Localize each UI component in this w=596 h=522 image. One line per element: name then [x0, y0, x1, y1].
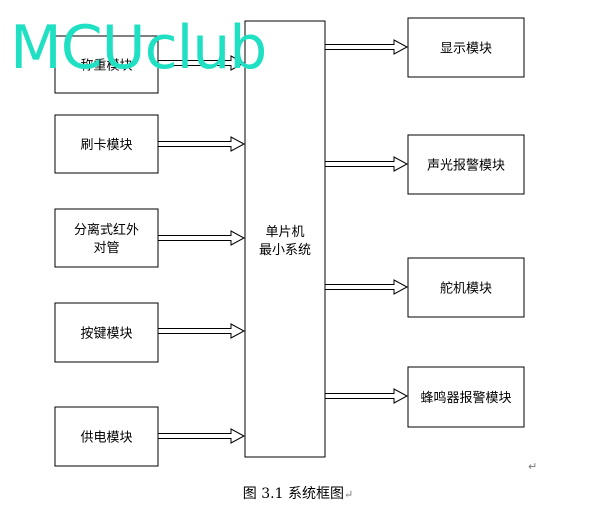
input-block-card-label: 刷卡模块	[80, 138, 132, 153]
core-mcu-label: 单片机	[265, 225, 304, 240]
output-block-buzzer-label: 蜂鸣器报警模块	[420, 390, 511, 406]
core-mcu-label: 最小系统	[259, 243, 311, 258]
arrow-to-core-weigh	[158, 55, 246, 71]
input-block-ir	[54, 208, 159, 268]
arrow-from-core-buzzer	[325, 388, 409, 404]
arrow-to-core-card	[158, 136, 246, 152]
input-block-ir-label: 对管	[93, 241, 119, 256]
output-block-sound-light-label: 声光报警模块	[427, 158, 505, 174]
input-block-power-label: 供电模块	[80, 431, 132, 446]
output-block-display	[407, 17, 525, 78]
output-block-sound-light	[407, 134, 525, 195]
figure-caption-text: 图 3.1 系统框图	[242, 486, 344, 502]
input-block-weigh	[54, 35, 159, 94]
figure-caption: 图 3.1 系统框图↵	[0, 483, 596, 503]
caption-paragraph-mark: ↵	[343, 488, 354, 501]
input-block-card	[54, 114, 159, 174]
input-block-power	[54, 406, 159, 467]
output-block-servo-label: 舵机模块	[440, 282, 492, 297]
arrow-to-core-keys	[158, 323, 246, 339]
arrow-to-core-power	[158, 428, 246, 444]
input-block-keys-label: 按键模块	[80, 327, 132, 342]
arrow-from-core-servo	[325, 279, 409, 295]
output-block-servo	[407, 257, 525, 318]
output-block-display-label: 显示模块	[440, 42, 492, 57]
arrow-from-core-display	[325, 39, 409, 55]
input-block-keys	[54, 302, 159, 363]
input-block-ir-label: 分离式红外	[74, 222, 139, 238]
input-block-weigh-label: 称重模块	[80, 58, 132, 74]
output-block-buzzer	[407, 366, 525, 428]
paragraph-mark: ↵	[528, 460, 538, 473]
core-mcu-block	[244, 20, 326, 458]
arrow-to-core-ir	[158, 230, 246, 246]
arrow-from-core-sound-light	[325, 156, 409, 172]
